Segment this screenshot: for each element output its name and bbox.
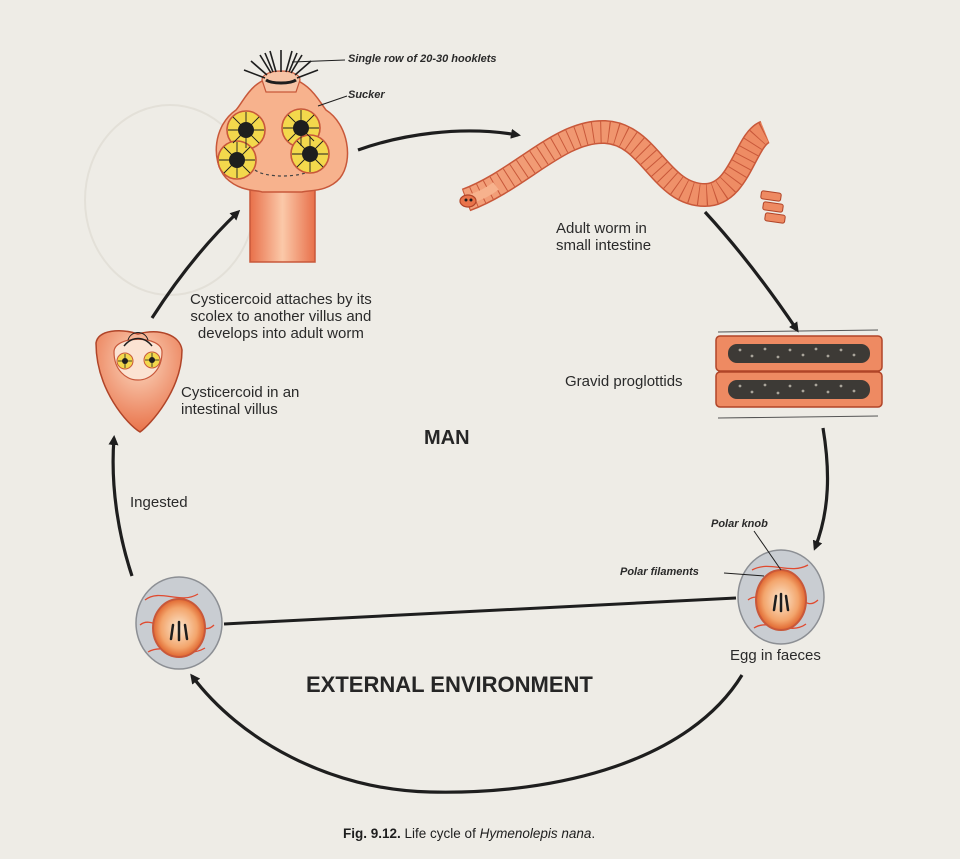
caption-text: Life cycle of	[401, 826, 480, 841]
egg-connector-line	[224, 598, 736, 624]
label-ingested: Ingested	[130, 495, 188, 512]
label-villus-line2: intestinal villus	[181, 402, 299, 419]
arrow-gravid-to-egg	[815, 428, 828, 548]
label-adult-worm: Adult worm in small intestine	[556, 221, 651, 255]
label-man: MAN	[424, 427, 470, 449]
label-cysticercoid-attaches: Cysticercoid attaches by its scolex to a…	[190, 292, 372, 342]
label-external-environment: EXTERNAL ENVIRONMENT	[306, 673, 593, 698]
egg-in-faeces-illustration	[724, 531, 824, 644]
label-gravid: Gravid proglottids	[565, 374, 683, 391]
caption-end: .	[591, 826, 595, 841]
label-cysticercoid-villus: Cysticercoid in an intestinal villus	[181, 385, 299, 419]
label-villus-line1: Cysticercoid in an	[181, 385, 299, 402]
label-sucker: Sucker	[348, 89, 385, 101]
label-attaches-line2: scolex to another villus and	[190, 309, 372, 326]
label-hooklets: Single row of 20-30 hooklets	[348, 53, 497, 65]
label-polar-knob: Polar knob	[711, 518, 768, 530]
label-adult-worm-line2: small intestine	[556, 238, 651, 255]
adult-worm-illustration	[460, 132, 785, 223]
label-attaches-line3: develops into adult worm	[190, 326, 372, 343]
label-attaches-line1: Cysticercoid attaches by its	[190, 292, 372, 309]
figure-caption: Fig. 9.12. Life cycle of Hymenolepis nan…	[343, 826, 595, 841]
label-egg-faeces: Egg in faeces	[730, 648, 821, 665]
label-polar-filaments: Polar filaments	[620, 566, 699, 578]
caption-fig-number: Fig. 9.12.	[343, 826, 401, 841]
cysticercoid-villus-illustration	[96, 331, 182, 432]
scolex-illustration	[216, 50, 347, 262]
caption-species: Hymenolepis nana	[480, 826, 592, 841]
arrow-scolex-to-adult	[358, 131, 518, 150]
egg-ingested-illustration	[136, 577, 222, 669]
label-adult-worm-line1: Adult worm in	[556, 221, 651, 238]
gravid-proglottids-illustration	[716, 330, 882, 418]
arrow-adult-to-gravid	[705, 212, 797, 330]
